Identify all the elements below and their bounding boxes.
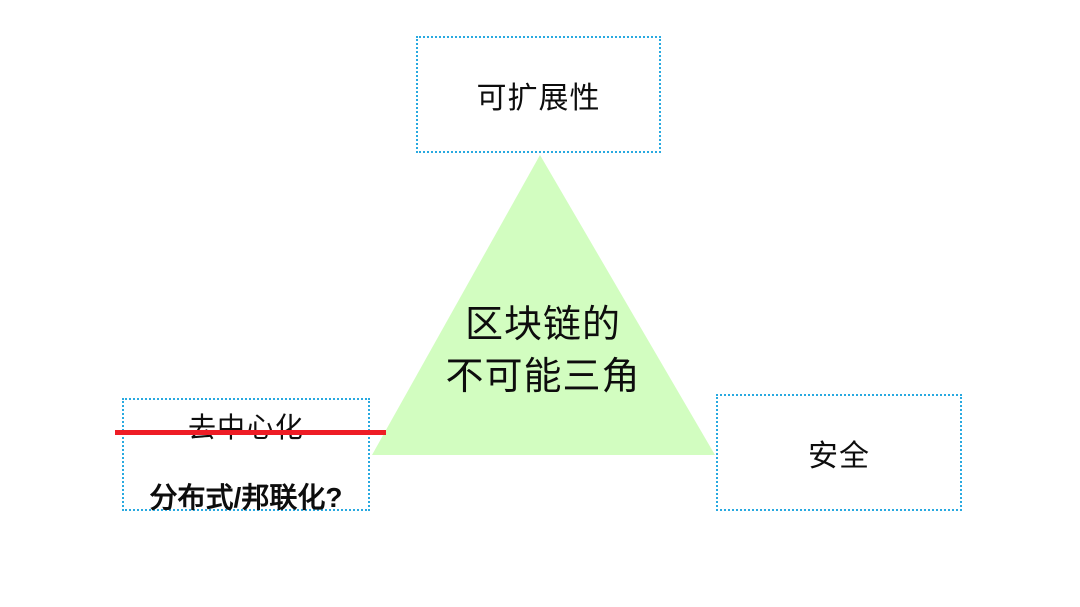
decentralization-strikethrough-line bbox=[115, 430, 386, 435]
node-box-decentralization[interactable]: 去中心化 分布式/邦联化? bbox=[122, 398, 370, 513]
node-label-decentralization-alternative: 分布式/邦联化? bbox=[149, 482, 343, 513]
node-box-scalability[interactable]: 可扩展性 bbox=[416, 36, 661, 153]
node-label-scalability: 可扩展性 bbox=[476, 81, 601, 115]
center-label-line-1: 区块链的 bbox=[464, 304, 621, 346]
node-label-security: 安全 bbox=[808, 439, 870, 473]
triangle-center-label: 区块链的 不可能三角 bbox=[370, 300, 716, 403]
center-label-line-2: 不可能三角 bbox=[445, 355, 641, 398]
node-box-security[interactable]: 安全 bbox=[716, 394, 962, 511]
node-label-decentralization: 去中心化 bbox=[187, 412, 304, 443]
